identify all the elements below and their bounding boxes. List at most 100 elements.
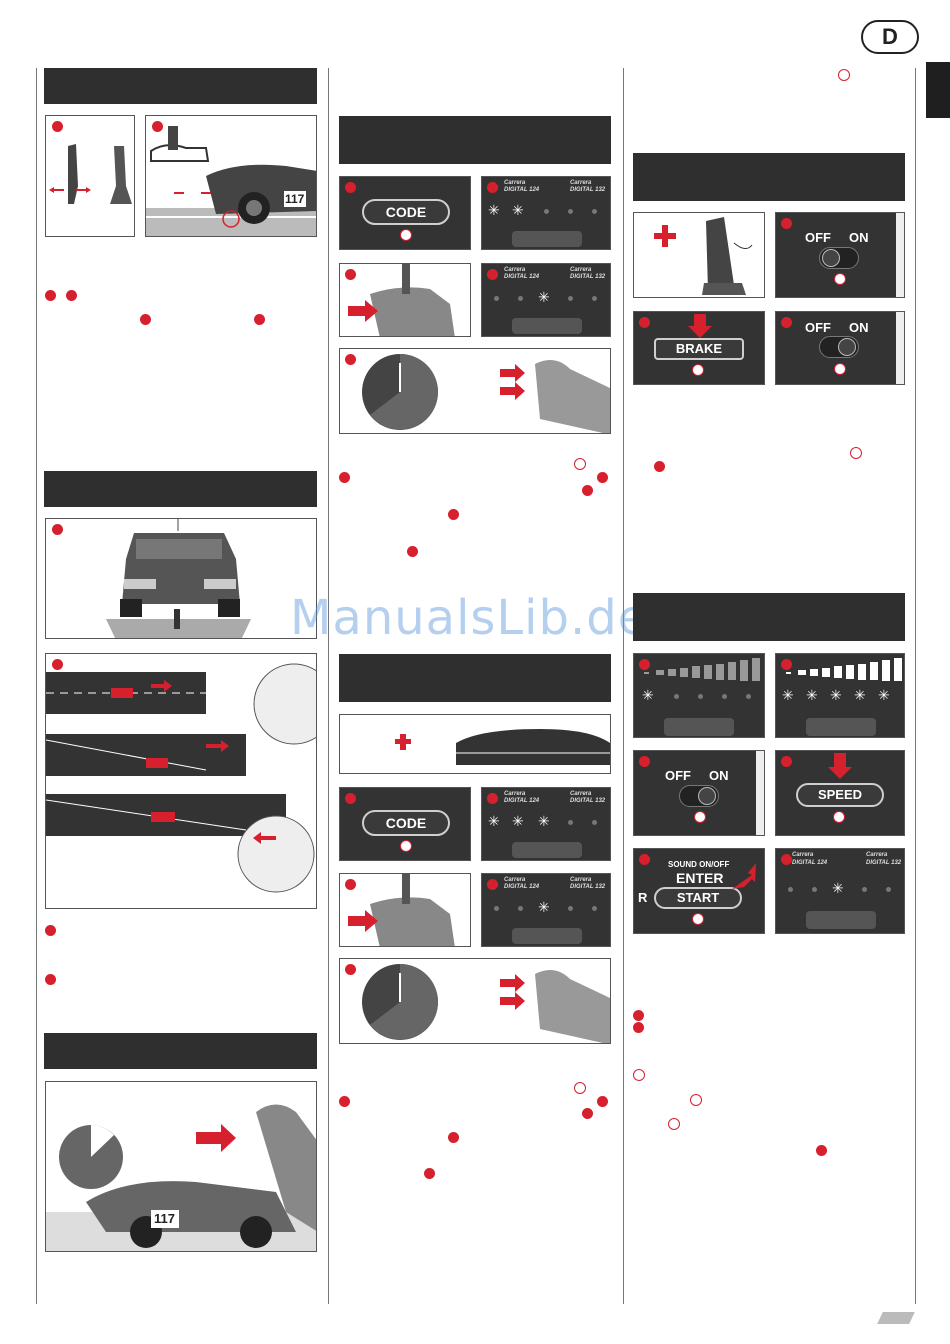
car-number: 117 (154, 1211, 175, 1226)
power-toggle[interactable] (819, 247, 859, 269)
digital132-label: DIGITAL 132 (570, 274, 606, 280)
led-icon (592, 906, 597, 911)
digital124-label: DIGITAL 124 (504, 884, 540, 890)
figure-car-front: 117 (145, 115, 317, 237)
led-indicator (834, 363, 846, 375)
blink-led-icon: ✳ (854, 687, 866, 703)
led-icon (592, 209, 597, 214)
led-indicator (833, 811, 845, 823)
digital124-label: DIGITAL 124 (504, 274, 540, 280)
handset-illustration (654, 217, 753, 295)
figure-stopwatch-2 (339, 958, 611, 1044)
button-strip (664, 718, 734, 736)
off-label: OFF (665, 768, 691, 783)
language-badge: D (861, 20, 919, 54)
step-marker (424, 1168, 435, 1179)
figure-switch-on: OFF ON (775, 311, 905, 385)
figure-code-button: CODE (339, 176, 471, 250)
led-icon (494, 296, 499, 301)
off-label: OFF (805, 320, 831, 335)
blink-led-icon: ✳ (782, 687, 794, 703)
panel-edge (896, 312, 904, 384)
step-marker-open (668, 1118, 680, 1130)
controller-car-illustration (46, 1104, 316, 1251)
start-prefix: R (638, 890, 648, 905)
speed-button[interactable]: SPEED (796, 783, 884, 807)
figure-marker (781, 218, 792, 229)
figure-marker (345, 269, 356, 280)
panel-edge (896, 213, 904, 297)
step-marker (816, 1145, 827, 1156)
power-toggle[interactable] (819, 336, 859, 358)
blink-led-icon: ✳ (512, 202, 524, 218)
figure-marker (639, 756, 650, 767)
led-icon (568, 209, 573, 214)
led-icon (494, 906, 499, 911)
step-marker-open (574, 1082, 586, 1094)
code-button[interactable]: CODE (362, 810, 450, 836)
enter-label: ENTER (676, 870, 724, 886)
arrow-down-icon (688, 314, 712, 338)
start-button[interactable]: START (654, 887, 742, 909)
led-indicator (694, 811, 706, 823)
blink-led-icon: ✳ (488, 202, 500, 218)
button-strip (512, 842, 582, 858)
step-marker (597, 1096, 608, 1107)
led-icon (544, 209, 549, 214)
watermark: ManualsLib.de (290, 590, 649, 646)
button-strip (512, 318, 582, 334)
figure-marker (52, 121, 63, 132)
on-label: ON (849, 230, 869, 245)
power-toggle[interactable] (679, 785, 719, 807)
step-marker-open (838, 69, 850, 81)
led-indicator (834, 273, 846, 285)
arrow-down-icon (828, 753, 852, 779)
led-icon (674, 694, 679, 699)
digital132-label: DIGITAL 132 (570, 884, 606, 890)
figure-speed-high: ✳ ✳ ✳ ✳ ✳ (775, 653, 905, 738)
arrow-right-icon (732, 863, 756, 891)
led-indicator (400, 229, 412, 241)
button-strip (806, 911, 876, 929)
figure-speed-button: SPEED (775, 750, 905, 836)
step-marker (654, 461, 665, 472)
digital124-label: DIGITAL 124 (792, 860, 828, 866)
column-divider-2 (623, 68, 624, 1304)
on-label: ON (709, 768, 729, 783)
car-illustration (146, 126, 316, 236)
figure-marker (487, 182, 498, 193)
section-header-3 (44, 1033, 317, 1069)
code-button[interactable]: CODE (362, 199, 450, 225)
led-icon (862, 887, 867, 892)
step-marker (45, 290, 56, 301)
column-divider-right (915, 68, 916, 1304)
led-icon (592, 820, 597, 825)
speed-level-bars (644, 658, 760, 681)
step-marker (407, 546, 418, 557)
step-marker (597, 472, 608, 483)
section-tab (926, 62, 950, 118)
figure-brake-button: BRAKE (633, 311, 765, 385)
figure-handset-plus (633, 212, 765, 298)
blink-led-icon: ✳ (538, 289, 550, 305)
blink-led-icon: ✳ (806, 687, 818, 703)
brake-button[interactable]: BRAKE (654, 338, 744, 360)
step-marker (633, 1022, 644, 1033)
led-icon (568, 296, 573, 301)
figure-guide-keel (45, 115, 135, 237)
figure-marker (152, 121, 163, 132)
figure-marker (639, 854, 650, 865)
figure-marker (781, 854, 792, 865)
blink-led-icon: ✳ (878, 687, 890, 703)
step-marker (140, 314, 151, 325)
sound-label: SOUND ON/OFF (668, 860, 730, 869)
column-divider-1 (328, 68, 329, 1304)
controller-illustration (348, 874, 455, 946)
brand-logo: Carrera (504, 791, 526, 797)
figure-marker (639, 659, 650, 670)
figure-marker (345, 182, 356, 193)
off-label: OFF (805, 230, 831, 245)
track-illustration (395, 729, 610, 765)
step-marker-open (574, 458, 586, 470)
digital132-label: DIGITAL 132 (570, 798, 606, 804)
